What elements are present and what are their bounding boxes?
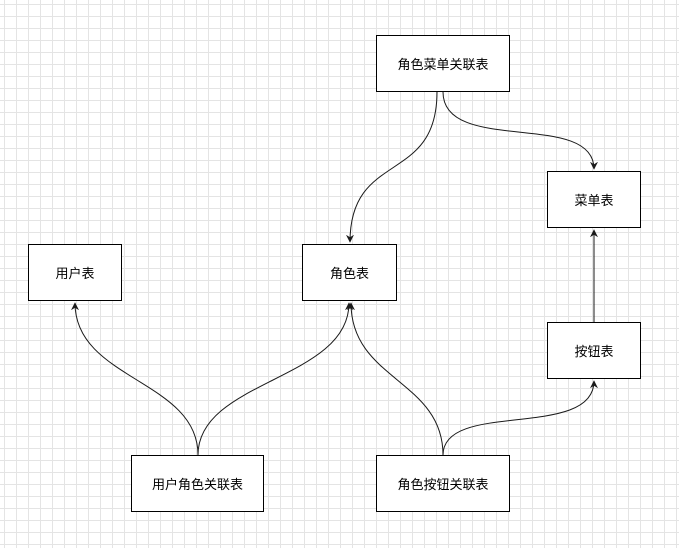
node-role-menu-table[interactable]: 角色菜单关联表: [376, 35, 510, 92]
edge-user-role-to-user: [71, 302, 199, 456]
node-button-table[interactable]: 按钮表: [547, 322, 641, 379]
node-user-table[interactable]: 用户表: [28, 244, 122, 301]
edge-role-button-to-role: [347, 302, 444, 456]
node-role-table[interactable]: 角色表: [302, 244, 397, 301]
node-role-table-label: 角色表: [329, 267, 369, 282]
node-user-role-table-label: 用户角色关联表: [151, 478, 243, 493]
node-menu-table-label: 菜单表: [574, 194, 614, 209]
node-role-menu-table-label: 角色菜单关联表: [397, 58, 489, 73]
edge-role-button-to-button: [442, 380, 598, 456]
node-user-table-label: 用户表: [55, 267, 95, 282]
edge-role-menu-to-role: [346, 91, 438, 243]
node-menu-table[interactable]: 菜单表: [547, 171, 641, 228]
edge-role-menu-to-menu: [442, 91, 598, 170]
node-role-button-table[interactable]: 角色按钮关联表: [376, 455, 510, 512]
node-button-table-label: 按钮表: [574, 345, 614, 360]
node-user-role-table[interactable]: 用户角色关联表: [131, 455, 264, 512]
node-role-button-table-label: 角色按钮关联表: [397, 478, 489, 493]
edge-user-role-to-role: [197, 302, 353, 456]
